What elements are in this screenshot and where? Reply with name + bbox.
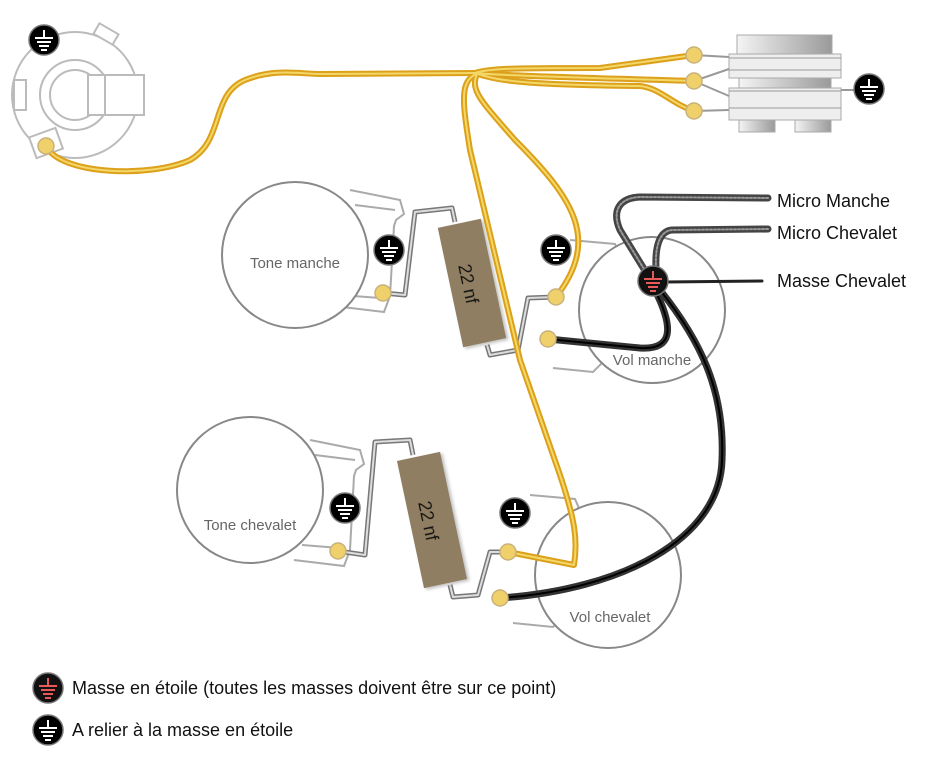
pot-tone-bridge: Tone chevalet: [176, 416, 366, 568]
label-bridge-pickup: Micro Chevalet: [777, 223, 897, 243]
label-neck-pickup: Micro Manche: [777, 191, 890, 211]
ground-icon: [499, 497, 531, 529]
vol-bridge-label: Vol chevalet: [570, 609, 652, 626]
solder-point-vol-neck-1: [547, 288, 565, 306]
ground-icon: [373, 234, 405, 266]
solder-points: [37, 46, 703, 607]
ground-icon: [853, 73, 885, 105]
solder-point-tone-bridge: [329, 542, 347, 560]
label-bridge-ground: Masse Chevalet: [777, 271, 906, 291]
vol-neck-label: Vol manche: [613, 352, 691, 369]
pot-vol-bridge: Vol chevalet: [512, 494, 682, 649]
legend-item-ground: A relier à la masse en étoile: [32, 714, 293, 746]
pickup-wires: [613, 193, 772, 286]
legend-text: Masse en étoile (toutes les masses doive…: [72, 677, 557, 698]
solder-point-vol-bridge-2: [491, 589, 509, 607]
solder-point-vol-bridge-1: [499, 543, 517, 561]
tone-neck-label: Tone manche: [250, 255, 340, 272]
legend-item-star-ground: Masse en étoile (toutes les masses doive…: [32, 672, 556, 704]
ground-icon: [28, 24, 60, 56]
capacitor-neck: 22 nf: [437, 218, 507, 348]
solder-point-switch-1: [685, 46, 703, 64]
capacitor-bridge: 22 nf: [396, 451, 468, 589]
jack: [11, 21, 145, 160]
solder-point-switch-2: [685, 72, 703, 90]
star-ground-icon: [32, 672, 64, 704]
ground-icon: [32, 714, 64, 746]
legend-text: A relier à la masse en étoile: [72, 719, 294, 740]
solder-point-switch-3: [685, 102, 703, 120]
solder-point-vol-neck-2: [539, 330, 557, 348]
ground-wires: [496, 286, 726, 602]
hot-wires: [43, 52, 697, 568]
solder-point-jack: [37, 137, 55, 155]
ground-icon: [540, 234, 572, 266]
switch: [693, 34, 885, 133]
solder-point-tone-neck: [374, 284, 392, 302]
pot-tone-neck: Tone manche: [221, 181, 406, 329]
tone-bridge-label: Tone chevalet: [204, 517, 297, 534]
star-ground-icon: [637, 265, 669, 297]
ground-icon: [329, 492, 361, 524]
